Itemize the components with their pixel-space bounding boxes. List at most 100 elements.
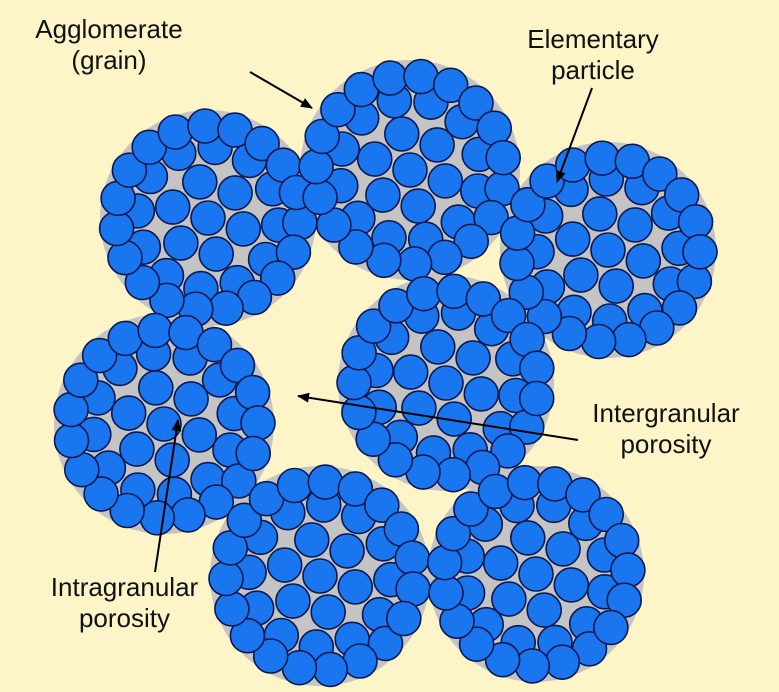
- elementary-particle: [393, 153, 427, 187]
- elementary-particle: [456, 341, 490, 375]
- elementary-particle: [299, 150, 333, 184]
- intragranular-label-line1: Intragranular: [22, 572, 227, 603]
- elementary-particle: [373, 61, 407, 95]
- elementary-particle: [100, 212, 134, 246]
- intragranular-label-line2: porosity: [22, 603, 227, 634]
- elementary-particle: [437, 274, 471, 308]
- agglomerate-label-line1: Agglomerate: [4, 14, 214, 45]
- elementary-particle: [218, 176, 252, 210]
- elementary-particle: [520, 382, 554, 416]
- elementary-particle: [387, 602, 421, 636]
- elementary-particle: [342, 396, 376, 430]
- elementary-particle: [209, 291, 243, 325]
- elementary-particle: [171, 498, 205, 532]
- intergranular-label-line1: Intergranular: [566, 398, 766, 429]
- elementary-particle: [429, 366, 463, 400]
- elementary-particle: [511, 521, 545, 555]
- elementary-particle: [278, 469, 312, 503]
- elementary-particle: [464, 377, 498, 411]
- elementary-particle: [313, 652, 347, 686]
- elementary-particle: [421, 330, 455, 364]
- elementary-particle: [556, 222, 590, 256]
- elementary-particle: [140, 501, 174, 535]
- elementary-particle: [407, 277, 441, 311]
- elementary-particle: [626, 244, 660, 278]
- elementary-particle: [158, 115, 192, 149]
- elementary-particle: [338, 570, 372, 604]
- agglomerate-arrow: [250, 72, 312, 108]
- elementary-particle: [611, 553, 645, 587]
- elementary-particle: [337, 366, 371, 400]
- elementary-particle: [139, 371, 173, 405]
- agglomerate-label-line2: (grain): [4, 45, 214, 76]
- elementary-particle: [401, 189, 435, 223]
- intergranular-label: Intergranular porosity: [566, 398, 766, 460]
- intergranular-label-line2: porosity: [566, 429, 766, 460]
- elementary-particle: [226, 212, 260, 246]
- agglomerate-label: Agglomerate (grain): [4, 14, 214, 76]
- elementary-particle: [108, 321, 142, 355]
- elementary-particle: [276, 584, 310, 618]
- elementary-particle: [138, 313, 172, 347]
- elementary-particle: [436, 458, 470, 492]
- elementary-particle: [428, 240, 462, 274]
- elementary-particle: [527, 593, 561, 627]
- elementary-particle: [520, 351, 554, 385]
- elementary-particle: [112, 396, 146, 430]
- elementary-particle: [515, 649, 549, 683]
- elementary-particle: [554, 568, 588, 602]
- elementary-particle: [519, 557, 553, 591]
- elementary-particle: [156, 190, 190, 224]
- elementary-particle: [191, 201, 225, 235]
- elementary-particle: [500, 246, 534, 280]
- elementary-particle: [585, 141, 619, 175]
- elementary-particle: [679, 205, 713, 239]
- elementary-particle: [618, 208, 652, 242]
- elementary-particle: [477, 111, 511, 145]
- elementary-particle: [545, 645, 579, 679]
- elementary-particle-label-line2: particle: [498, 55, 688, 86]
- elementary-particle: [343, 644, 377, 678]
- elementary-particle: [183, 165, 217, 199]
- elementary-particle: [308, 465, 342, 499]
- elementary-particle: [311, 595, 345, 629]
- elementary-particle: [429, 576, 463, 610]
- elementary-particle: [428, 164, 462, 198]
- elementary-particle: [303, 180, 337, 214]
- elementary-particle: [385, 117, 419, 151]
- elementary-particle: [236, 437, 270, 471]
- elementary-particle: [182, 418, 216, 452]
- elementary-particle: [330, 534, 364, 568]
- elementary-particle: [241, 406, 275, 440]
- elementary-particle: [174, 382, 208, 416]
- elementary-particle: [199, 237, 233, 271]
- elementary-particle: [599, 269, 633, 303]
- elementary-particle: [398, 247, 432, 281]
- elementary-particle: [564, 258, 598, 292]
- elementary-particle: [358, 142, 392, 176]
- elementary-particle: [55, 424, 89, 458]
- elementary-particle: [508, 466, 542, 500]
- elementary-particle: [188, 109, 222, 143]
- elementary-particle: [404, 60, 438, 94]
- elementary-particle: [295, 523, 329, 557]
- elementary-particle: [591, 233, 625, 267]
- elementary-particle-label-line1: Elementary: [498, 24, 688, 55]
- elementary-particle: [120, 432, 154, 466]
- elementary-particle: [395, 541, 429, 575]
- elementary-particle: [556, 148, 590, 182]
- elementary-particle: [236, 376, 270, 410]
- elementary-particle: [486, 141, 520, 175]
- elementary-particle: [164, 226, 198, 260]
- elementary-particle: [605, 524, 639, 558]
- elementary-particle: [594, 610, 628, 644]
- elementary-particle-label: Elementary particle: [498, 24, 688, 86]
- elementary-particle: [683, 235, 717, 269]
- elementary-particle: [394, 355, 428, 389]
- intragranular-label: Intragranular porosity: [22, 572, 227, 634]
- elementary-particle: [612, 323, 646, 357]
- elementary-particle: [484, 546, 518, 580]
- elementary-particle: [268, 548, 302, 582]
- elementary-particle: [303, 559, 337, 593]
- elementary-particle: [583, 197, 617, 231]
